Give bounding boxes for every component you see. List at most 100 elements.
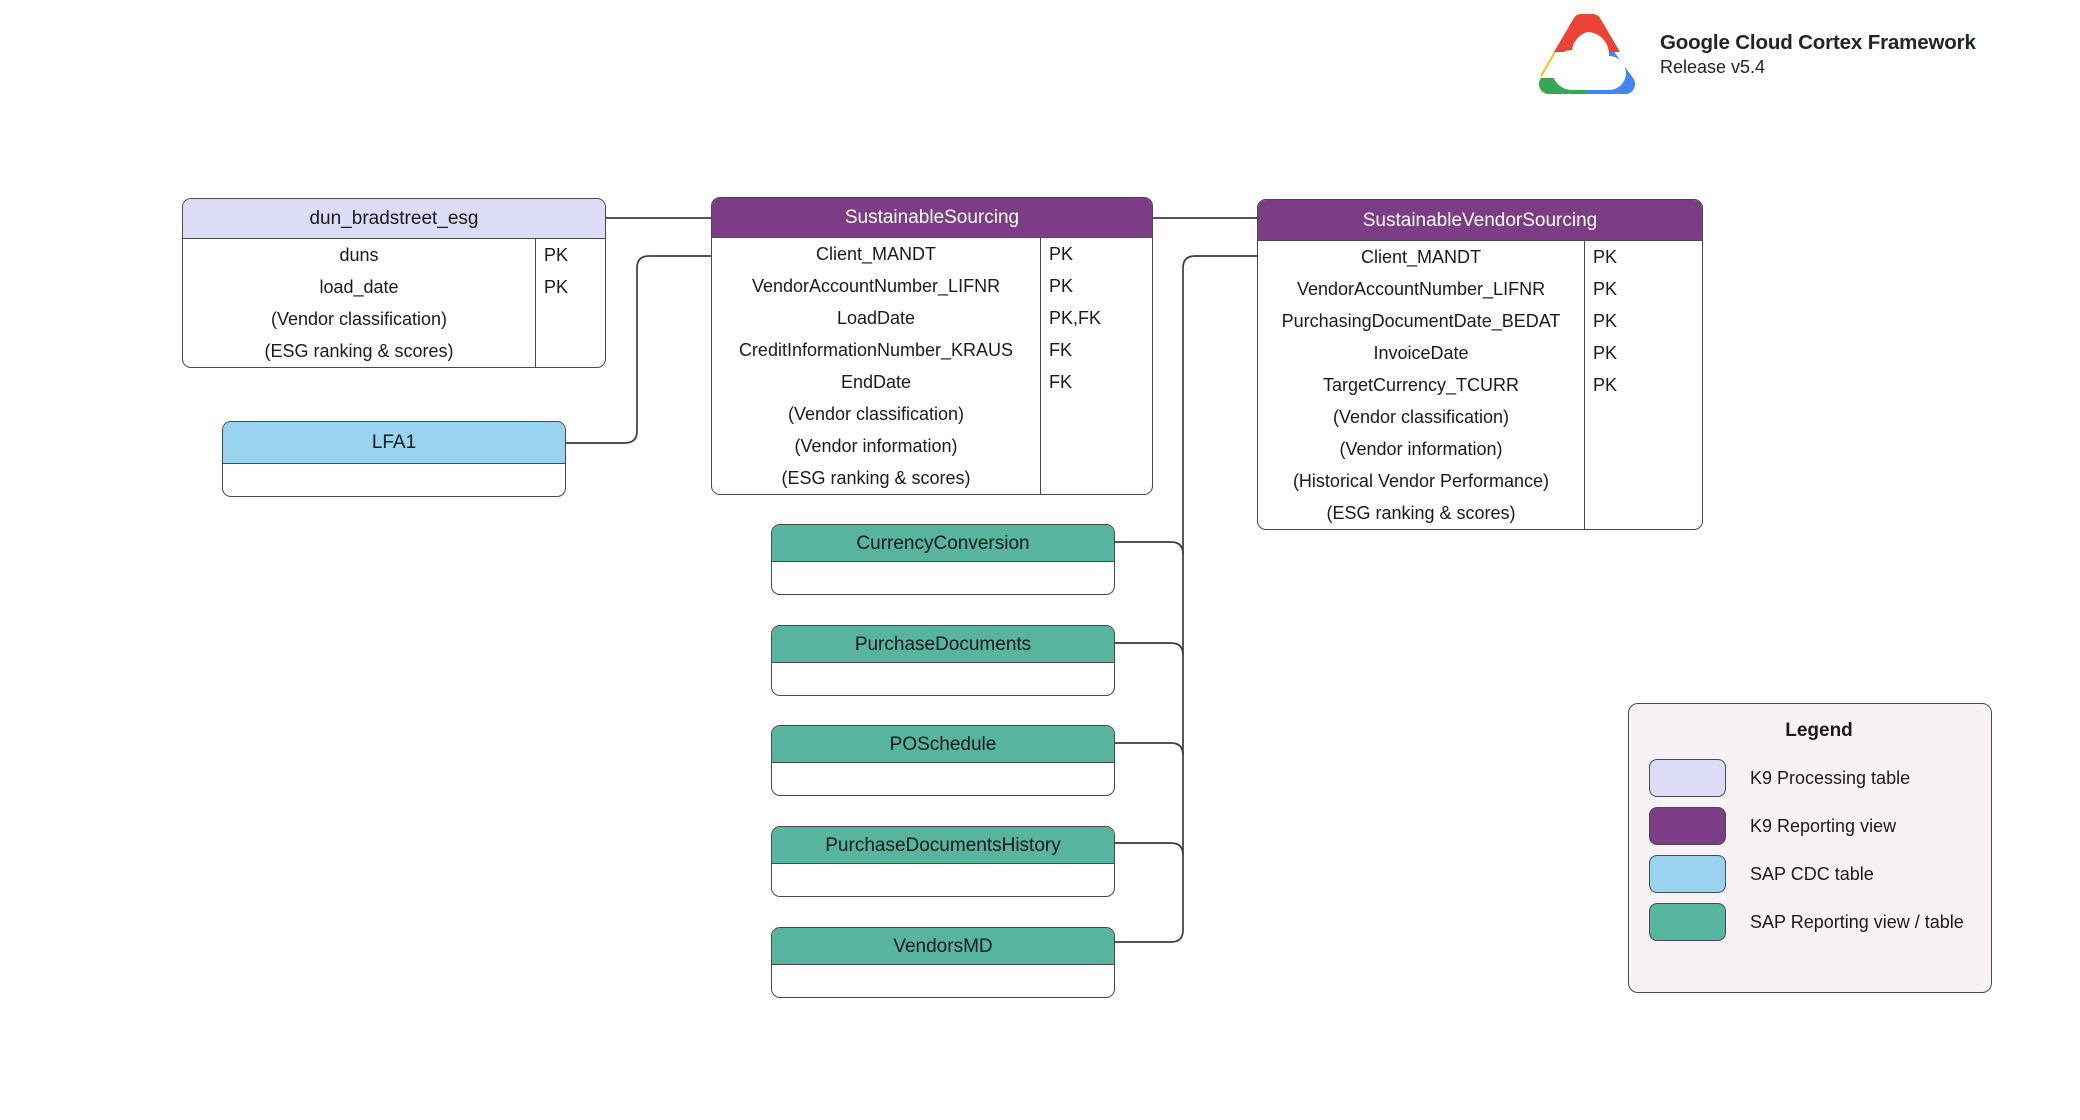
field-name (772, 965, 1114, 997)
legend-label: K9 Processing table (1750, 767, 1911, 788)
legend-swatch-sap-cdc-table (1649, 855, 1726, 893)
field-name: InvoiceDate (1373, 343, 1469, 363)
entity-title: LFA1 (223, 422, 565, 464)
entity-title: CurrencyConversion (772, 525, 1114, 562)
field-column: Client_MANDT VendorAccountNumber_LIFNR L… (712, 238, 1040, 494)
field-name: (Vendor information) (794, 436, 958, 456)
brand-header: Google Cloud Cortex Framework Release v5… (1528, 8, 1976, 100)
field-column (223, 464, 565, 496)
field-key: PK (1593, 343, 1618, 363)
field-name: (ESG ranking & scores) (781, 468, 971, 488)
entity-purchase-documents-history[interactable]: PurchaseDocumentsHistory (771, 826, 1115, 897)
wire-purchasedocuments-to-trunk (1115, 642, 1184, 656)
field-name: (Vendor classification) (787, 404, 965, 424)
entity-po-schedule[interactable]: POSchedule (771, 725, 1115, 796)
field-name: (Historical Vendor Performance) (1292, 471, 1550, 491)
legend-label: SAP Reporting view / table (1750, 911, 1964, 932)
field-column (772, 965, 1114, 997)
entity-sustainable-sourcing[interactable]: SustainableSourcing Client_MANDT VendorA… (711, 197, 1153, 495)
field-key: PK (1049, 276, 1074, 296)
field-name: LoadDate (836, 308, 916, 328)
entity-title: SustainableVendorSourcing (1258, 200, 1702, 241)
legend-item-k9-reporting-view: K9 Reporting view (1629, 802, 1991, 850)
entity-title: SustainableSourcing (712, 198, 1152, 238)
legend-swatch-sap-reporting-view (1649, 903, 1726, 941)
legend-label: K9 Reporting view (1750, 815, 1897, 836)
entity-dun-bradstreet-esg[interactable]: dun_bradstreet_esg duns load_date (Vendo… (182, 198, 606, 368)
field-name: (Vendor classification) (1332, 407, 1510, 427)
field-name (772, 864, 1114, 896)
field-key (1041, 398, 1152, 430)
field-name: PurchasingDocumentDate_BEDAT (1281, 311, 1561, 331)
field-column (772, 763, 1114, 795)
legend-item-k9-processing-table: K9 Processing table (1629, 754, 1991, 802)
legend-panel: Legend K9 Processing table K9 Reporting … (1628, 703, 1992, 993)
wire-purchasedocumentshistory-to-trunk (1115, 842, 1184, 856)
brand-release: Release v5.4 (1660, 56, 1766, 77)
entity-currency-conversion[interactable]: CurrencyConversion (771, 524, 1115, 595)
wire-poschedule-to-trunk (1115, 742, 1184, 756)
legend-item-sap-cdc-table: SAP CDC table (1629, 850, 1991, 898)
entity-title: dun_bradstreet_esg (183, 199, 605, 239)
entity-title: VendorsMD (772, 928, 1114, 965)
field-key: PK,FK (1049, 308, 1102, 328)
field-name: duns (339, 245, 379, 265)
wire-currencyconversion-to-trunk (1115, 541, 1184, 555)
legend-swatch-k9-reporting-view (1649, 807, 1726, 845)
field-key (1585, 465, 1702, 497)
google-cloud-logo-icon (1538, 14, 1636, 95)
field-key (536, 303, 605, 335)
field-key (1041, 430, 1152, 462)
key-column: PK PK PK,FK FK FK (1040, 238, 1152, 494)
field-key: PK (1049, 244, 1074, 264)
field-name: (Vendor information) (1339, 439, 1503, 459)
field-key (536, 335, 605, 367)
field-key: FK (1049, 340, 1073, 360)
field-name (223, 464, 565, 496)
field-name: Client_MANDT (1360, 247, 1482, 267)
entity-lfa1[interactable]: LFA1 (222, 421, 566, 497)
field-key (1041, 462, 1152, 494)
field-column (772, 562, 1114, 594)
key-column: PK PK (535, 239, 605, 367)
field-key (1585, 497, 1702, 529)
field-name: CreditInformationNumber_KRAUS (738, 340, 1014, 360)
entity-title: POSchedule (772, 726, 1114, 763)
field-name (772, 763, 1114, 795)
field-name (772, 663, 1114, 695)
legend-items: K9 Processing table K9 Reporting view SA… (1629, 754, 1991, 946)
field-key (1585, 401, 1702, 433)
field-key: PK (1593, 375, 1618, 395)
field-name: EndDate (840, 372, 912, 392)
field-key: FK (1049, 372, 1073, 392)
field-column: Client_MANDT VendorAccountNumber_LIFNR P… (1258, 241, 1584, 529)
legend-swatch-k9-processing-table (1649, 759, 1726, 797)
field-column: duns load_date (Vendor classification) (… (183, 239, 535, 367)
field-key: PK (1593, 311, 1618, 331)
key-column: PK PK PK PK PK (1584, 241, 1702, 529)
field-name: (ESG ranking & scores) (1326, 503, 1516, 523)
field-name (772, 562, 1114, 594)
field-name: (ESG ranking & scores) (264, 341, 454, 361)
legend-title: Legend (1785, 720, 1853, 741)
field-column (772, 864, 1114, 896)
legend-label: SAP CDC table (1750, 863, 1874, 884)
entity-purchase-documents[interactable]: PurchaseDocuments (771, 625, 1115, 696)
field-key: PK (544, 245, 569, 265)
field-name: TargetCurrency_TCURR (1322, 375, 1520, 395)
legend-item-sap-reporting-view: SAP Reporting view / table (1629, 898, 1991, 946)
field-key: PK (1593, 247, 1618, 267)
field-key (1585, 433, 1702, 465)
field-name: Client_MANDT (815, 244, 937, 264)
field-name: VendorAccountNumber_LIFNR (1296, 279, 1546, 299)
entity-sustainable-vendor-sourcing[interactable]: SustainableVendorSourcing Client_MANDT V… (1257, 199, 1703, 530)
field-name: VendorAccountNumber_LIFNR (751, 276, 1001, 296)
field-name: load_date (319, 277, 399, 297)
entity-vendors-md[interactable]: VendorsMD (771, 927, 1115, 998)
entity-title: PurchaseDocuments (772, 626, 1114, 663)
entity-title: PurchaseDocumentsHistory (772, 827, 1114, 864)
field-key: PK (1593, 279, 1618, 299)
field-column (772, 663, 1114, 695)
field-key: PK (544, 277, 569, 297)
field-name: (Vendor classification) (270, 309, 448, 329)
